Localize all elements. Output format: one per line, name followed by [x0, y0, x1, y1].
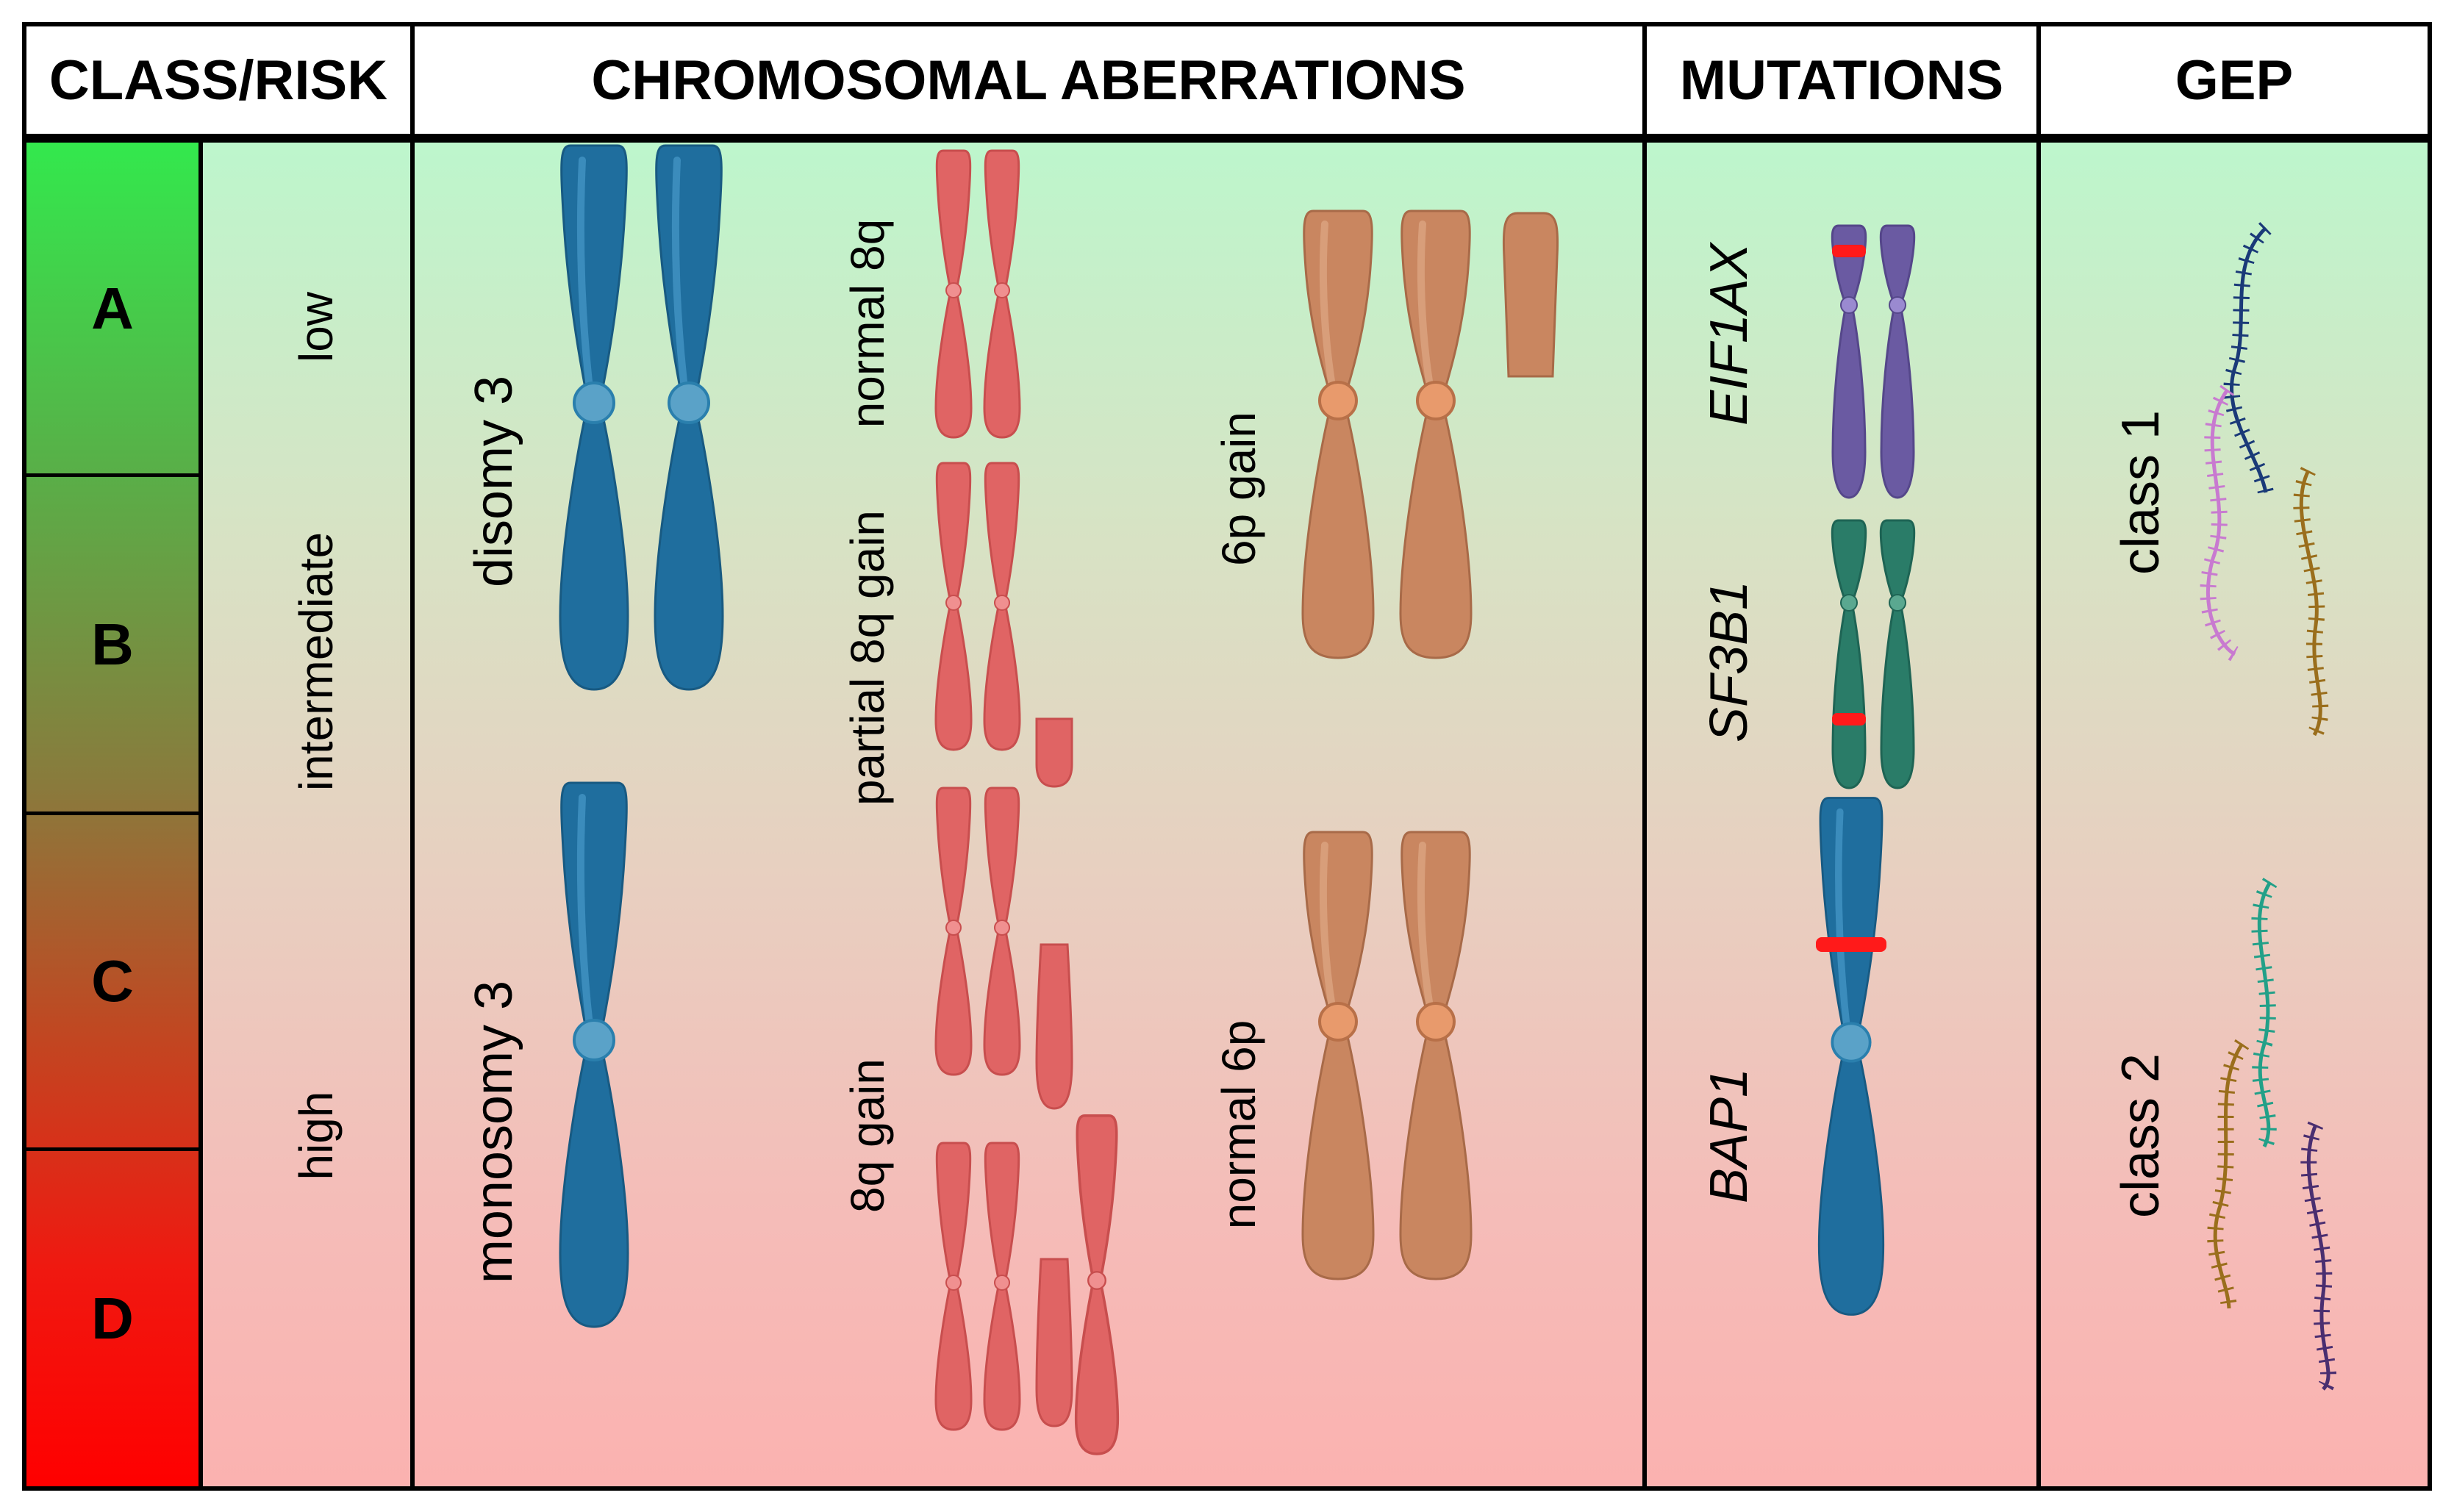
class-b: B — [91, 611, 134, 677]
gep-class1-label: class 1 — [2111, 409, 2170, 576]
partial-8q-extra-fragment — [1035, 717, 1073, 788]
class-d: D — [91, 1286, 134, 1351]
8q-gain-extra-chromosome — [1074, 1114, 1120, 1455]
bap1-mutation-mark — [1816, 937, 1886, 952]
class-divider — [26, 473, 198, 477]
eif1ax-chromosome-left — [1831, 224, 1867, 499]
normal-6p-label: normal 6p — [1212, 1020, 1265, 1230]
eif1ax-label: EIF1AX — [1700, 243, 1759, 426]
partial-8q-gain-label: partial 8q gain — [841, 509, 894, 806]
disomy-chromosome-3-left — [560, 146, 628, 689]
normal-8q-chromosome-right — [983, 149, 1021, 439]
disomy-chromosome-3-right — [655, 146, 723, 689]
header-class-risk: CLASS/RISK — [22, 22, 415, 138]
8q-gain-chromosome-lower-right — [983, 1142, 1021, 1431]
sf3b1-label: SF3B1 — [1700, 580, 1759, 743]
class-divider — [26, 1147, 198, 1151]
class-a: A — [91, 276, 134, 341]
sf3b1-chromosome-left — [1831, 519, 1867, 789]
partial-8q-chromosome-right — [983, 462, 1021, 751]
class1-rna-strands — [2200, 222, 2329, 739]
header-gep: GEP — [2036, 22, 2432, 138]
sf3b1-chromosome-right — [1879, 519, 1916, 789]
gep-panel — [2036, 138, 2432, 1491]
class-divider — [26, 811, 198, 815]
monosomy-chromosome-3 — [560, 783, 628, 1327]
eif1ax-chromosome-right — [1879, 224, 1916, 499]
8q-gain-fragment-lower — [1035, 1258, 1073, 1427]
header-mutations: MUTATIONS — [1642, 22, 2041, 138]
8q-gain-chromosome-upper-left — [934, 787, 973, 1076]
6p-gain-label: 6p gain — [1212, 412, 1265, 566]
normal-8q-chromosome-left — [934, 149, 973, 439]
class2-rna-strands — [2207, 878, 2336, 1395]
class-c: C — [91, 948, 134, 1014]
sf3b1-mutation-mark — [1832, 713, 1866, 725]
class-column: A B C D — [22, 138, 203, 1491]
8q-gain-label: 8q gain — [841, 1058, 894, 1213]
bap1-label: BAP1 — [1700, 1067, 1759, 1204]
eif1ax-mutation-mark — [1832, 245, 1866, 257]
partial-8q-chromosome-left — [934, 462, 973, 751]
6p-gain-chromosome-right — [1401, 211, 1471, 658]
disomy-3-label: disomy 3 — [465, 375, 523, 588]
6p-gain-chromosome-left — [1303, 211, 1373, 658]
normal-8q-label: normal 8q — [841, 218, 894, 429]
gep-class2-label: class 2 — [2111, 1053, 2170, 1219]
8q-gain-chromosome-upper-right — [983, 787, 1021, 1076]
normal-6p-chromosome-right — [1401, 832, 1471, 1279]
8q-gain-fragment-upper — [1035, 943, 1073, 1110]
header-chromosomal-aberrations: CHROMOSOMAL ABERRATIONS — [410, 22, 1647, 138]
6p-gain-extra-fragment — [1502, 212, 1559, 378]
8q-gain-chromosome-lower-left — [934, 1142, 973, 1431]
bap1-chromosome — [1819, 798, 1883, 1315]
monosomy-3-label: monosomy 3 — [465, 980, 523, 1284]
normal-6p-chromosome-left — [1303, 832, 1373, 1279]
